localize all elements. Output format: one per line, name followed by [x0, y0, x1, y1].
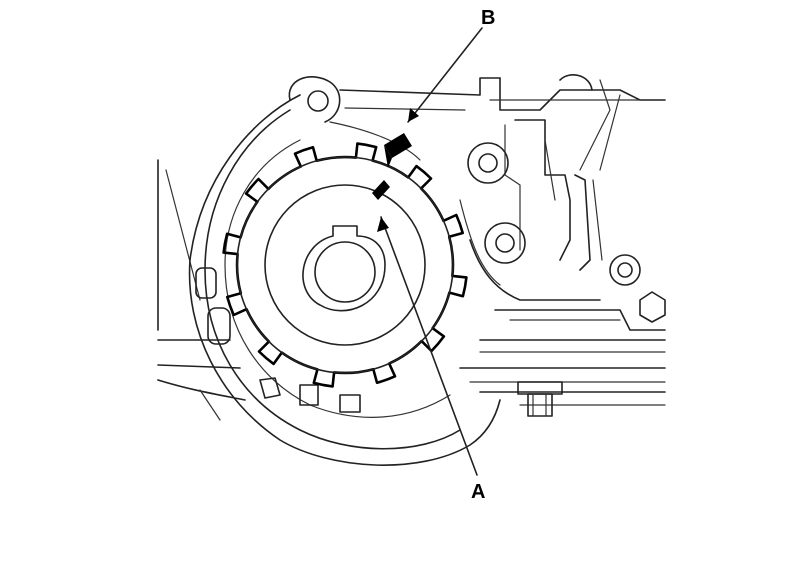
callout-label-b: B	[481, 7, 495, 29]
bolt-icon	[517, 381, 563, 417]
engine-housing	[157, 74, 666, 466]
timing-mark-a	[372, 180, 390, 200]
sprocket	[222, 142, 468, 388]
leader-line-a	[377, 216, 478, 476]
callout-label-a: A	[471, 481, 485, 503]
leader-line-b	[407, 27, 483, 123]
pointer-mark-b	[384, 133, 412, 168]
